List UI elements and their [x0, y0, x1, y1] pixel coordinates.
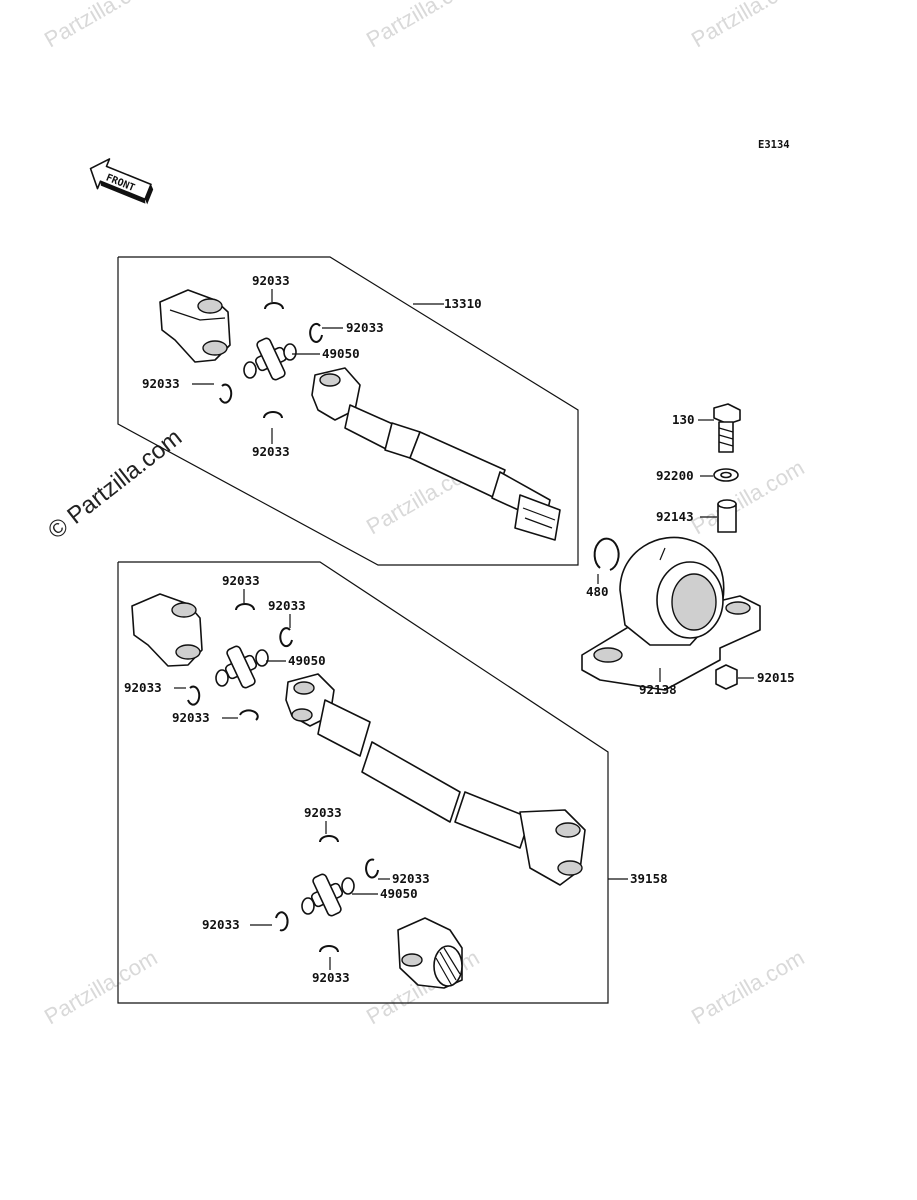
callout-upper-clip-top: 92033 [252, 273, 290, 288]
upper-clip-right-icon [309, 322, 323, 343]
callout-low-clip-bottom: 92033 [312, 970, 350, 985]
mid-clip-right-icon [279, 627, 293, 648]
callout-bolt: 130 [672, 412, 695, 427]
watermark-top-right: Partzilla.com [687, 0, 809, 52]
callout-mid-clip-left: 92033 [124, 680, 162, 695]
front-arrow-icon: FRONT [89, 158, 154, 205]
mid-clip-top-icon [235, 603, 255, 611]
bearing-housing-icon [581, 536, 761, 691]
mid-cross-joint [215, 645, 269, 689]
watermark-mid-right: Partzilla.com [687, 455, 809, 540]
upper-cross-joint [243, 337, 297, 381]
low-clip-right-icon [365, 858, 379, 879]
lower-front-yoke [131, 593, 203, 667]
callout-low-clip-left: 92033 [202, 917, 240, 932]
mid-clip-left-icon [187, 685, 201, 706]
upper-clip-left-icon [219, 383, 233, 404]
callout-snap-ring: 480 [586, 584, 609, 599]
snap-ring-icon [593, 537, 620, 571]
upper-shaft [311, 367, 561, 541]
callout-mid-clip-right: 92033 [268, 598, 306, 613]
splined-yoke [397, 917, 463, 989]
callout-upper-box-part: 13310 [444, 296, 482, 311]
callout-low-joint: 49050 [380, 886, 418, 901]
callout-low-clip-right: 92033 [392, 871, 430, 886]
watermark-side: © Partzilla.com [43, 424, 187, 545]
callout-upper-clip-left: 92033 [142, 376, 180, 391]
lower-shaft [285, 673, 586, 886]
callout-lower-box-part: 39158 [630, 871, 668, 886]
diagram-code: E3134 [758, 139, 790, 151]
nut-icon [715, 664, 738, 690]
bolt-icon [713, 403, 741, 453]
callout-nut: 92015 [757, 670, 795, 685]
upper-clip-top-icon [264, 302, 284, 310]
callout-upper-clip-bottom: 92033 [252, 444, 290, 459]
watermark-top-left: Partzilla.com [40, 0, 162, 52]
callout-bearing-housing: 92138 [639, 682, 677, 697]
callout-mid-joint: 49050 [288, 653, 326, 668]
low-cross-joint [301, 873, 355, 917]
low-clip-top-icon [319, 835, 339, 843]
upper-box-outline [117, 256, 579, 566]
watermark-bottom-right: Partzilla.com [687, 945, 809, 1030]
watermark-top-center: Partzilla.com [362, 0, 484, 52]
callout-mid-clip-top: 92033 [222, 573, 260, 588]
lower-box-outline [117, 561, 609, 1004]
mid-clip-lower-left-icon [239, 709, 259, 721]
upper-clip-bottom-icon [263, 411, 283, 419]
callout-low-clip-top: 92033 [304, 805, 342, 820]
callout-collar: 92143 [656, 509, 694, 524]
low-clip-left-icon [275, 911, 289, 932]
low-clip-bottom-icon [319, 945, 339, 953]
callout-upper-clip-right: 92033 [346, 320, 384, 335]
upper-yoke [159, 289, 231, 363]
callout-mid-clip-lower-left: 92033 [172, 710, 210, 725]
callout-upper-joint: 49050 [322, 346, 360, 361]
callout-washer: 92200 [656, 468, 694, 483]
collar-icon [717, 499, 737, 533]
watermark-bottom-left: Partzilla.com [40, 945, 162, 1030]
